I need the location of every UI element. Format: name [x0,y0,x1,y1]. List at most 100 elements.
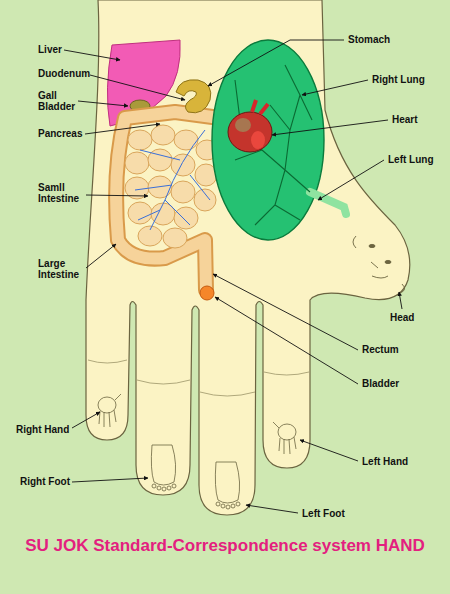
hand-icon [99,394,121,427]
small-intestine [174,207,198,229]
foot-icon [162,487,166,491]
leader-lines [86,195,148,196]
small-intestine [125,125,218,248]
large-intestine [116,112,220,290]
small-intestine [171,181,195,203]
foot-icon [226,505,230,509]
small-intestine [148,149,172,171]
blood-vessels [135,130,210,230]
leader-lines [64,40,402,513]
diagram-title: SU JOK Standard-Correspondence system HA… [25,534,425,558]
finger-creases [137,380,190,384]
leader-lines [72,412,100,428]
part-label: Right Foot [20,476,70,487]
lungs [310,192,346,214]
small-intestine [128,130,152,150]
small-intestine [125,152,149,174]
leader-lines [300,440,358,461]
heart [252,100,268,114]
heart [235,118,251,132]
leader-lines [78,101,128,106]
part-label: Rectum [362,344,399,355]
head-face [371,262,388,278]
lungs [212,40,324,240]
small-intestine [163,228,187,248]
head-face [353,236,405,293]
leader-lines [318,160,384,200]
foot-icon [157,486,161,490]
foot-icon [172,484,176,488]
part-label: Head [390,312,414,323]
part-label: Left Lung [388,154,434,165]
head-face [369,244,375,247]
part-label: Pancreas [38,128,82,139]
foot-icon [151,445,176,491]
small-intestine [174,130,198,150]
finger-creases [200,392,255,396]
part-label: Gall Bladder [38,90,74,112]
heart [228,112,272,152]
small-intestine [151,125,175,145]
part-label: Stomach [348,34,390,45]
heart [228,100,272,152]
part-label: Left Hand [362,456,408,467]
part-label: Right Hand [16,424,69,435]
leader-lines [215,297,358,384]
foot-icon [216,502,220,506]
leader-lines [86,244,116,268]
lungs [212,40,346,240]
part-label: Left Foot [302,508,345,519]
foot-icon [221,504,225,508]
leader-lines [85,124,160,134]
small-intestine [128,202,152,224]
leader-lines [213,274,358,350]
finger-creases [264,372,309,375]
part-label: Bladder [362,378,399,389]
foot-icon [151,445,175,485]
part-label: Large Intestine [38,258,84,280]
leader-lines [208,40,344,86]
blood-vessels [135,130,210,230]
head-face [400,284,405,293]
hand-outline [86,0,410,515]
hand-icon [273,422,296,454]
part-label: Heart [392,114,418,125]
hand-icon [273,422,296,454]
small-intestine [194,189,216,211]
foot-icon [236,502,240,506]
foot-icon [215,462,240,509]
part-label: Right Lung [372,74,425,85]
foot-icon [167,486,171,490]
hand-icon [278,424,296,440]
stomach-duodenum [176,80,211,113]
part-label: Liver [38,44,62,55]
finger-creases [88,360,309,396]
heart [251,131,265,149]
foot-icon [231,504,235,508]
leader-lines [72,478,148,482]
leader-lines [90,75,185,100]
foot-icon [215,462,239,503]
foot-icon [152,484,156,488]
large-intestine [116,112,220,290]
leader-lines [302,80,368,95]
bladder [200,286,214,300]
bladder [200,286,214,300]
leader-lines [64,50,120,60]
small-intestine [171,154,195,176]
head-face [385,260,391,263]
large-intestine [116,112,220,290]
leader-lines [272,120,388,135]
finger-creases [88,360,127,363]
head-face [353,236,356,248]
stomach-duodenum [176,80,211,113]
hand-icon [98,394,121,427]
hand-outline [86,0,410,515]
leader-lines [246,505,298,513]
hand-icon [98,397,116,413]
part-label: Duodenum [38,68,90,79]
part-label: Samll Intestine [38,182,84,204]
leader-lines [399,292,402,309]
